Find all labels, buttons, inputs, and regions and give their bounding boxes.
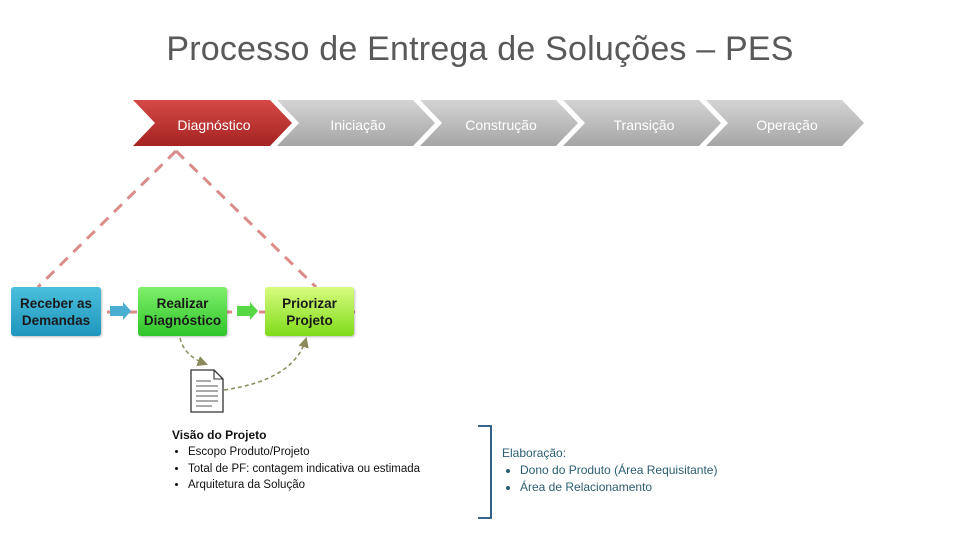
output-arrow bbox=[179, 337, 208, 367]
phase-chevron-diagnostico[interactable]: Diagnóstico bbox=[133, 100, 292, 146]
step-label-receber: Receber as Demandas bbox=[19, 295, 93, 328]
list-item: Arquitetura da Solução bbox=[188, 477, 420, 494]
phase-chevron-transicao[interactable]: Transição bbox=[563, 100, 721, 146]
step-label-priorizar: Priorizar Projeto bbox=[282, 295, 337, 328]
elaboration-block: Elaboração: Dono do Produto (Área Requis… bbox=[502, 446, 717, 495]
list-item: Dono do Produto (Área Requisitante) bbox=[520, 462, 717, 479]
elaboration-bracket bbox=[478, 425, 492, 519]
phase-label-construcao: Construção bbox=[465, 117, 537, 133]
input-arrow bbox=[223, 336, 309, 391]
step-receber-demandas[interactable]: Receber as Demandas bbox=[11, 287, 101, 336]
elaboration-label: Elaboração: bbox=[502, 446, 567, 460]
flow-arrow-1 bbox=[110, 302, 131, 320]
phase-chevron-construcao[interactable]: Construção bbox=[420, 100, 578, 146]
phase-chevron-operacao[interactable]: Operação bbox=[706, 100, 864, 146]
project-vision-title: Visão do Projeto bbox=[172, 428, 267, 442]
list-item: Escopo Produto/Projeto bbox=[188, 444, 420, 461]
document-icon bbox=[190, 369, 224, 413]
phase-label-transicao: Transição bbox=[614, 117, 675, 133]
step-realizar-diagnostico[interactable]: Realizar Diagnóstico bbox=[138, 287, 227, 336]
phase-label-operacao: Operação bbox=[756, 117, 818, 133]
list-item: Área de Relacionamento bbox=[520, 479, 717, 496]
flow-arrow-2 bbox=[237, 302, 258, 320]
phase-chevron-iniciacao[interactable]: Iniciação bbox=[277, 100, 435, 146]
page-title: Processo de Entrega de Soluções – PES bbox=[166, 30, 794, 68]
phase-label-iniciacao: Iniciação bbox=[330, 117, 385, 133]
project-vision-block: Visão do Projeto Escopo Produto/Projeto … bbox=[172, 428, 420, 494]
step-label-realizar: Realizar Diagnóstico bbox=[143, 295, 222, 328]
step-priorizar-projeto[interactable]: Priorizar Projeto bbox=[265, 287, 354, 336]
project-vision-list: Escopo Produto/Projeto Total de PF: cont… bbox=[172, 444, 420, 494]
list-item: Total de PF: contagem indicativa ou esti… bbox=[188, 461, 420, 478]
phase-label-diagnostico: Diagnóstico bbox=[177, 117, 250, 133]
elaboration-list: Dono do Produto (Área Requisitante) Área… bbox=[502, 462, 717, 495]
